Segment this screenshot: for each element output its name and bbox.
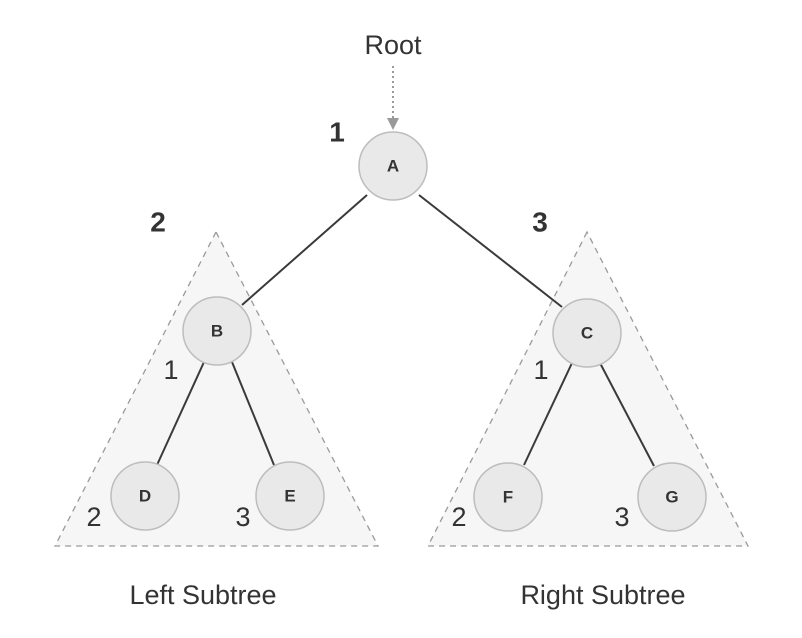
order-label-left-subtree: 2 <box>150 207 166 238</box>
node-e-label: E <box>284 487 295 506</box>
node-e: E <box>255 461 325 531</box>
root-label: Root <box>364 30 422 60</box>
order-label-d: 2 <box>86 502 101 532</box>
root-arrow-head <box>387 118 399 130</box>
node-b-label: B <box>211 322 223 341</box>
node-a: A <box>358 131 428 201</box>
node-b: B <box>182 296 252 366</box>
order-label-f: 2 <box>451 502 466 532</box>
order-label-b: 1 <box>163 355 178 385</box>
node-g-label: G <box>665 488 678 507</box>
edge-c-f <box>523 362 573 466</box>
node-c-label: C <box>581 324 593 343</box>
order-label-e: 3 <box>235 502 250 532</box>
edge-b-e <box>231 361 275 466</box>
edge-b-d <box>156 361 205 466</box>
node-d: D <box>110 461 180 531</box>
order-label-c: 1 <box>533 355 548 385</box>
left-subtree-triangle <box>53 230 380 547</box>
edge-a-b <box>241 194 368 306</box>
node-g: G <box>637 462 707 532</box>
node-f-label: F <box>503 488 513 507</box>
edge-a-c <box>418 194 563 308</box>
node-f: F <box>473 462 543 532</box>
node-d-label: D <box>139 487 151 506</box>
left-subtree-caption: Left Subtree <box>129 580 276 610</box>
node-a-label: A <box>387 157 399 176</box>
order-label-g: 3 <box>614 502 629 532</box>
right-subtree-caption: Right Subtree <box>520 580 685 610</box>
order-label-a: 1 <box>329 117 345 148</box>
node-c: C <box>552 298 622 368</box>
order-label-right-subtree: 3 <box>532 207 548 238</box>
edge-c-g <box>599 362 655 467</box>
